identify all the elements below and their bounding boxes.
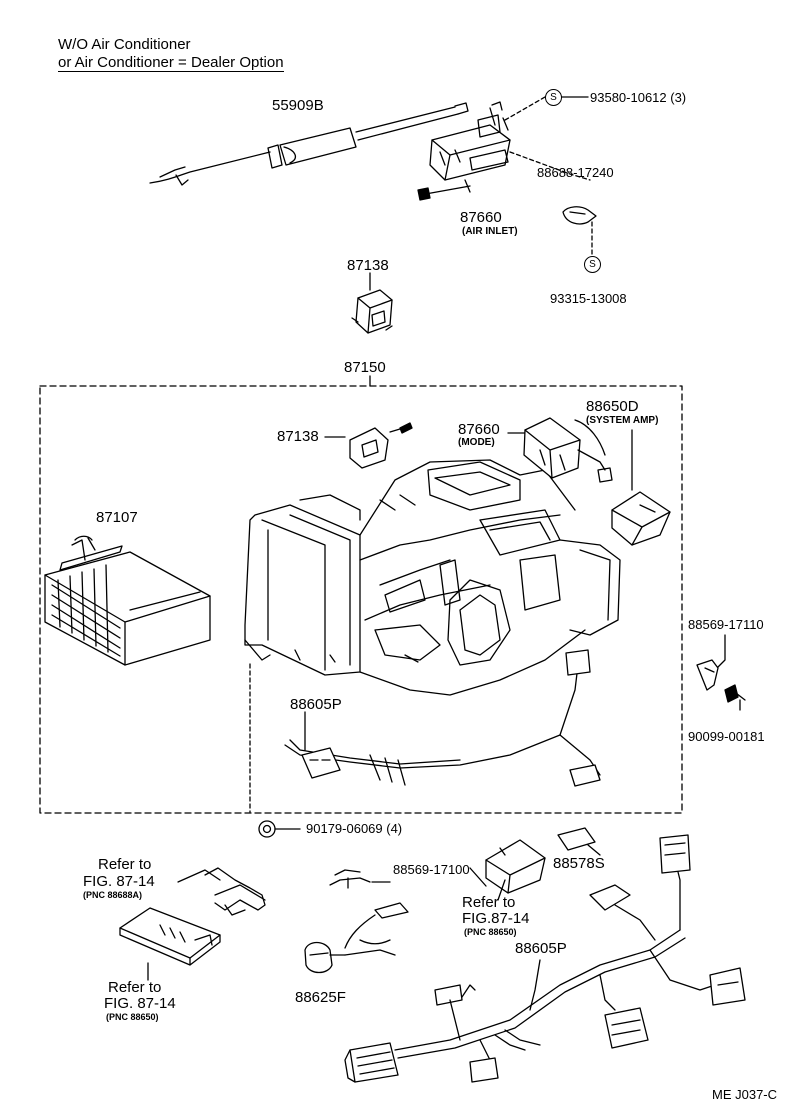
part-label-93580: 93580-10612 (3) bbox=[590, 90, 687, 105]
sensor-88625F-drawing bbox=[304, 902, 409, 974]
servo-leader-lines bbox=[504, 96, 593, 256]
part-label-90099: 90099-00181 bbox=[688, 729, 765, 744]
header-line-2: or Air Conditioner = Dealer Option bbox=[58, 54, 284, 72]
part-label-88625F: 88625F bbox=[295, 989, 346, 1006]
ref3-line-1: Refer to bbox=[462, 894, 516, 911]
harness-88605P-outer-drawing bbox=[344, 834, 746, 1083]
mode-servo-drawing bbox=[507, 417, 613, 483]
part-note-air-inlet: (AIR INLET) bbox=[462, 226, 518, 237]
nut-90179-drawing bbox=[249, 663, 301, 838]
clip-88688-drawing bbox=[562, 206, 597, 225]
part-label-55909B: 55909B bbox=[272, 97, 324, 114]
harness-88605P-inner-drawing bbox=[284, 649, 601, 787]
figure-code: ME J037-C bbox=[712, 1087, 778, 1102]
part-label-93315: 93315-13008 bbox=[550, 291, 627, 306]
bracket-88688A-drawing bbox=[177, 867, 266, 916]
part-label-88578S: 88578S bbox=[553, 855, 605, 872]
part-label-88569-17100: 88569-17100 bbox=[393, 862, 470, 877]
amp-88650-drawing bbox=[485, 839, 546, 901]
header-line-1: W/O Air Conditioner bbox=[58, 36, 191, 53]
part-label-88605P-inner: 88605P bbox=[290, 696, 342, 713]
ref3-line-2: FIG.87-14 bbox=[462, 910, 530, 927]
leader-88569-17100 bbox=[469, 867, 487, 887]
part-label-87660-air-inlet: 87660 bbox=[460, 209, 502, 226]
part-label-90179: 90179-06069 (4) bbox=[306, 821, 403, 836]
part-label-87138-top: 87138 bbox=[347, 257, 389, 274]
part-label-88569-17110: 88569-17110 bbox=[688, 617, 764, 632]
part-note-system-amp: (SYSTEM AMP) bbox=[586, 415, 659, 426]
part-label-87138-inner: 87138 bbox=[277, 428, 319, 445]
amp-88650-ref-drawing bbox=[119, 907, 221, 966]
part-note-mode: (MODE) bbox=[458, 437, 495, 448]
ref2-note: (PNC 88650) bbox=[106, 1012, 159, 1022]
switch-87138-inner-drawing bbox=[324, 422, 413, 469]
ref1-line-2: FIG. 87-14 bbox=[83, 873, 155, 890]
part-label-88605P-outer: 88605P bbox=[515, 940, 567, 957]
bracket-88569-17100-drawing bbox=[329, 869, 391, 889]
ref3-note: (PNC 88650) bbox=[464, 927, 517, 937]
part-label-87660-mode: 87660 bbox=[458, 421, 500, 438]
system-amp-drawing bbox=[611, 429, 671, 546]
ref1-note: (PNC 88688A) bbox=[83, 890, 143, 900]
ref2-line-1: Refer to bbox=[108, 979, 162, 996]
ref2-line-2: FIG. 87-14 bbox=[104, 995, 176, 1012]
part-label-87107: 87107 bbox=[96, 509, 138, 526]
part-label-88650D: 88650D bbox=[586, 398, 639, 415]
part-label-87150: 87150 bbox=[344, 359, 386, 376]
pad-88578S-drawing bbox=[557, 827, 601, 856]
heater-unit-boundary bbox=[39, 385, 683, 814]
bracket-88569-17110-drawing bbox=[696, 634, 746, 711]
control-cable-drawing bbox=[149, 102, 469, 186]
air-inlet-servo-drawing bbox=[417, 101, 511, 201]
screw-symbol-93580: S bbox=[545, 89, 562, 106]
part-label-88688: 88688-17240 bbox=[537, 165, 614, 180]
screw-symbol-93315: S bbox=[584, 256, 601, 273]
switch-87138-top-drawing bbox=[351, 272, 393, 334]
heater-unit-drawing bbox=[244, 459, 621, 696]
heater-core-drawing bbox=[44, 535, 211, 666]
ref1-line-1: Refer to bbox=[98, 856, 152, 873]
